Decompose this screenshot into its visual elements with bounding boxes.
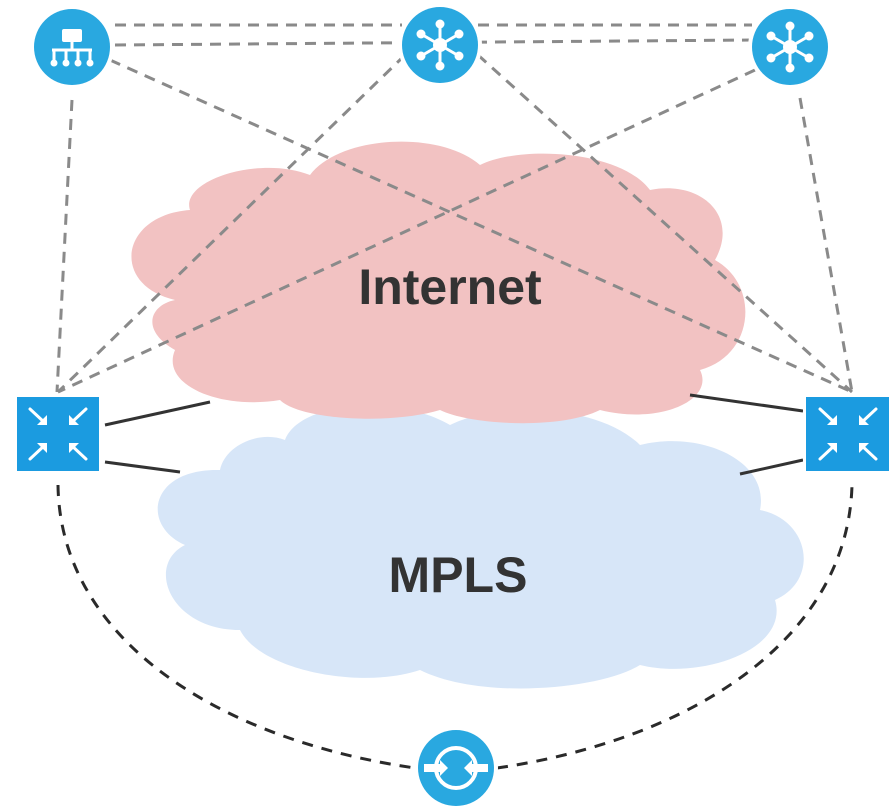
left-edge-router[interactable] bbox=[13, 394, 103, 474]
internet-cloud bbox=[131, 141, 746, 424]
right-edge-router[interactable] bbox=[803, 394, 893, 474]
dashed-link-bottom-arc bbox=[56, 484, 854, 770]
network-node-icon bbox=[766, 21, 814, 73]
dashed-link-topright-rightrouter bbox=[798, 97, 854, 393]
network-node-right[interactable] bbox=[748, 5, 832, 89]
solid-links bbox=[104, 393, 804, 476]
link-left-router-internet bbox=[104, 400, 211, 427]
network-hub-node[interactable] bbox=[30, 5, 114, 89]
network-node-center[interactable] bbox=[398, 3, 482, 87]
dashed-link-topleft-leftrouter bbox=[55, 99, 74, 393]
link-right-router-internet bbox=[689, 393, 804, 413]
network-hub-icon bbox=[50, 29, 94, 67]
link-node-icon bbox=[424, 746, 488, 790]
dashed-link-topleft-rightrouter bbox=[109, 58, 853, 394]
dashed-link-topright-leftrouter bbox=[57, 68, 756, 394]
dashed-gray-links bbox=[55, 23, 854, 394]
internet-label: Internet bbox=[358, 259, 542, 315]
link-node-bottom[interactable] bbox=[414, 726, 498, 808]
link-right-router-mpls bbox=[739, 458, 804, 476]
edge-router-icon bbox=[818, 407, 878, 461]
dashed-link-topcenter-leftrouter bbox=[56, 53, 407, 394]
mpls-cloud bbox=[157, 405, 804, 689]
network-node-icon bbox=[416, 19, 464, 71]
edge-router-icon bbox=[28, 407, 88, 461]
link-left-router-mpls bbox=[104, 460, 181, 474]
dashed-link-topcenter-rightrouter bbox=[476, 53, 854, 394]
mpls-label: MPLS bbox=[389, 547, 528, 603]
